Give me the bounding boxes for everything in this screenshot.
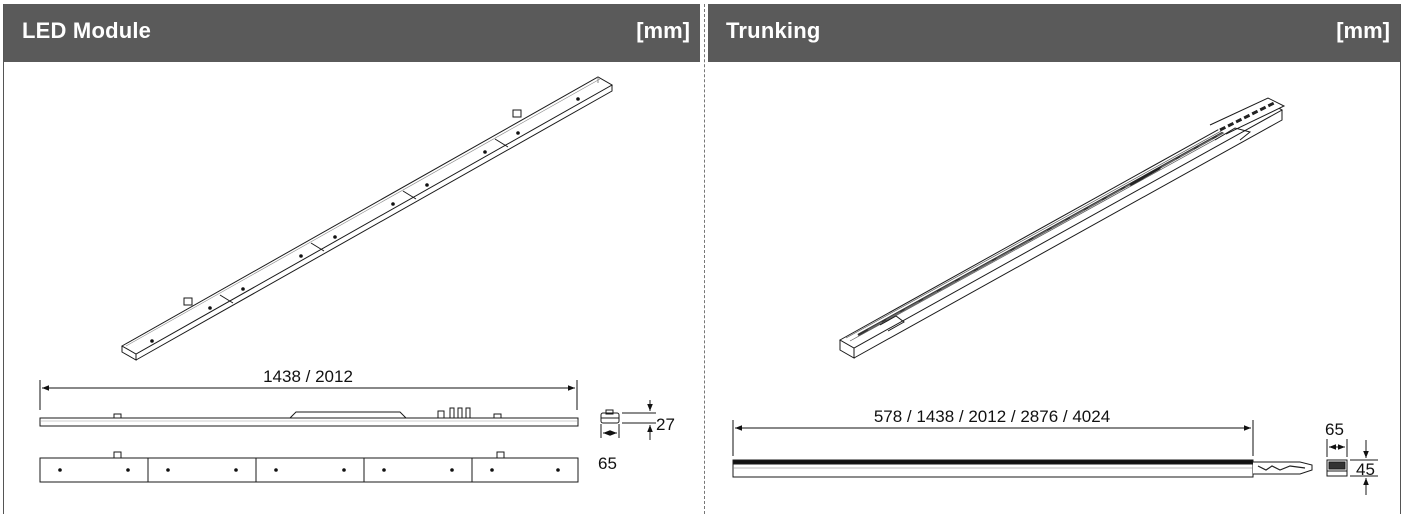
panel-divider [704, 4, 705, 514]
led-module-unit: [mm] [636, 18, 690, 43]
trunking-length-dimension [732, 420, 1254, 456]
outer-border-right [1400, 4, 1401, 514]
led-module-isometric [120, 76, 614, 361]
trunking-length-label: 578 / 1438 / 2012 / 2876 / 4024 [874, 407, 1110, 426]
trunking-header: Trunking [mm] [708, 4, 1400, 62]
led-length-dimension [39, 380, 578, 410]
trunking-unit: [mm] [1336, 18, 1390, 43]
led-module-header: LED Module [mm] [4, 4, 700, 62]
led-width-label: 65 [598, 454, 617, 473]
led-module-side-view [39, 407, 579, 427]
trunking-isometric [838, 97, 1286, 359]
led-height-label: 27 [656, 415, 675, 434]
trunking-width-label: 65 [1325, 420, 1344, 439]
led-module-bottom-view [39, 451, 579, 483]
led-length-label: 1438 / 2012 [263, 367, 353, 386]
trunking-title: Trunking [726, 18, 821, 43]
trunking-height-label: 45 [1356, 460, 1375, 479]
led-module-title: LED Module [22, 18, 152, 43]
outer-border-left [3, 4, 4, 514]
trunking-cross-section [1326, 439, 1378, 495]
trunking-side-view [732, 459, 1313, 478]
led-module-cross-section [600, 400, 656, 440]
